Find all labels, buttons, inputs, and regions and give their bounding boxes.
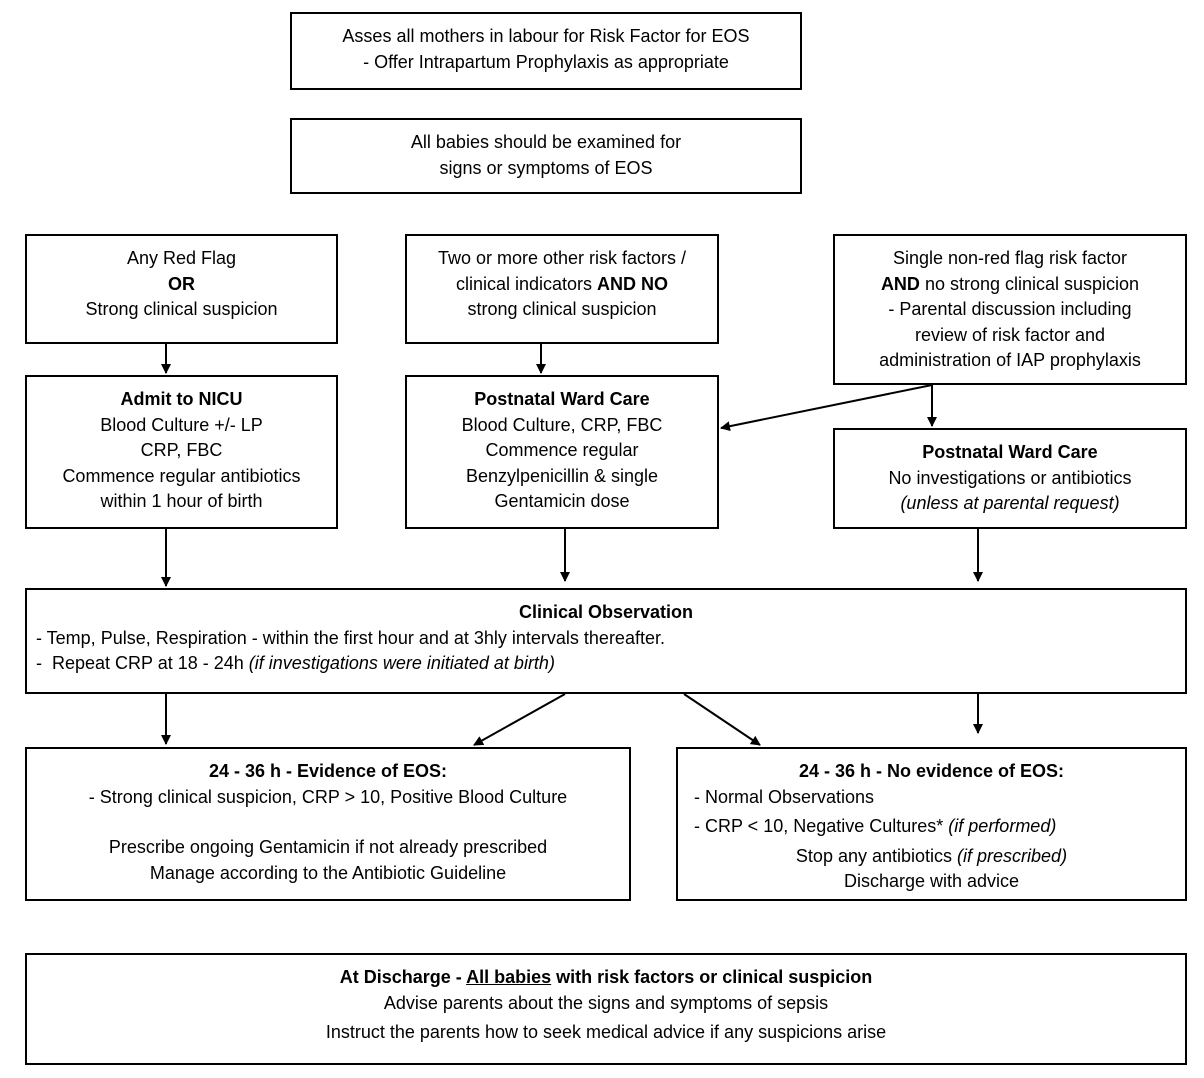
nicu-line-3: Commence regular antibiotics (62, 465, 301, 486)
postnatal-ward-care-right-box: Postnatal Ward Care No investigations or… (833, 428, 1187, 529)
single-risk-line-5: administration of IAP prophylaxis (879, 350, 1141, 370)
at-discharge-box: At Discharge - All babies with risk fact… (25, 953, 1187, 1065)
no-evidence-line-2-note: (if performed) (948, 816, 1057, 836)
nicu-title: Admit to NICU (120, 389, 243, 409)
no-evidence-line-3-note: (if prescribed) (957, 845, 1068, 866)
single-risk-line-1: Single non-red flag risk factor (892, 248, 1128, 268)
observation-line-2: - Repeat CRP at 18 - 24h (31, 653, 249, 673)
no-evidence-line-1: - Normal Observations (694, 786, 875, 807)
discharge-all-babies: All babies (466, 967, 552, 987)
evidence-title: 24 - 36 h - Evidence of EOS: (208, 761, 448, 781)
two-risk-factors-box: Two or more other risk factors / clinica… (405, 234, 719, 344)
no-evidence-title: 24 - 36 h - No evidence of EOS: (798, 761, 1065, 781)
clinical-observation-box: Clinical Observation - Temp, Pulse, Resp… (25, 588, 1187, 694)
two-risk-line-1: Two or more other risk factors / (437, 248, 687, 268)
red-flag-line-3: Strong clinical suspicion (85, 299, 278, 319)
arrow-observation-to-noevidence-diag (683, 693, 761, 746)
evidence-line-3: Manage according to the Antibiotic Guide… (149, 862, 507, 883)
postnatal-right-title: Postnatal Ward Care (922, 442, 1098, 462)
two-risk-line-2: clinical indicators (455, 273, 598, 294)
postnatal-mid-line-3: Benzylpenicillin & single (465, 465, 659, 486)
observation-title: Clinical Observation (518, 602, 694, 622)
postnatal-ward-care-mid-box: Postnatal Ward Care Blood Culture, CRP, … (405, 375, 719, 529)
single-risk-line-2: no strong clinical suspicion (919, 273, 1140, 294)
nicu-line-1: Blood Culture +/- LP (100, 414, 263, 435)
assess-line-2: - Offer Intrapartum Prophylaxis as appro… (363, 51, 729, 72)
nicu-line-2: CRP, FBC (140, 440, 223, 460)
red-flag-box: Any Red Flag OR Strong clinical suspicio… (25, 234, 338, 344)
examine-line-2: signs or symptoms of EOS (439, 157, 653, 178)
discharge-title: At Discharge - (339, 967, 467, 987)
postnatal-right-line-1: No investigations or antibiotics (888, 467, 1132, 488)
single-risk-line-4: review of risk factor and (914, 324, 1106, 345)
no-evidence-line-2: - CRP < 10, Negative Cultures* (694, 816, 949, 836)
postnatal-right-line-2: (unless at parental request) (900, 493, 1120, 513)
nicu-line-4: within 1 hour of birth (100, 491, 263, 511)
assess-line-1: Asses all mothers in labour for Risk Fac… (342, 26, 750, 46)
examine-line-1: All babies should be examined for (410, 132, 682, 152)
postnatal-mid-line-1: Blood Culture, CRP, FBC (461, 414, 663, 435)
assess-mothers-box: Asses all mothers in labour for Risk Fac… (290, 12, 802, 90)
observation-line-1: - Temp, Pulse, Respiration - within the … (31, 627, 665, 648)
arrow-single-to-postnatal-mid (720, 384, 933, 432)
observation-line-2-note: (if investigations were initiated at bir… (248, 653, 555, 673)
no-evidence-line-4: Discharge with advice (843, 871, 1020, 891)
single-risk-line-3: - Parental discussion including (888, 299, 1132, 319)
postnatal-mid-line-4: Gentamicin dose (494, 491, 630, 511)
evidence-of-eos-box: 24 - 36 h - Evidence of EOS: - Strong cl… (25, 747, 631, 901)
arrow-observation-to-evidence-diag (473, 693, 566, 746)
single-risk-factor-box: Single non-red flag risk factor AND no s… (833, 234, 1187, 385)
examine-babies-box: All babies should be examined for signs … (290, 118, 802, 194)
two-risk-and-no: AND NO (597, 273, 669, 294)
discharge-line-1: Advise parents about the signs and sympt… (383, 992, 829, 1013)
evidence-line-2: Prescribe ongoing Gentamicin if not alre… (108, 837, 548, 857)
red-flag-or: OR (168, 273, 195, 294)
no-evidence-line-3: Stop any antibiotics (795, 845, 958, 866)
postnatal-mid-line-2: Commence regular (485, 440, 639, 460)
evidence-line-1: - Strong clinical suspicion, CRP > 10, P… (88, 786, 568, 807)
single-risk-and: AND (880, 273, 920, 294)
no-evidence-of-eos-box: 24 - 36 h - No evidence of EOS: - Normal… (676, 747, 1187, 901)
discharge-title-rest: with risk factors or clinical suspicion (551, 967, 873, 987)
postnatal-mid-title: Postnatal Ward Care (474, 389, 650, 409)
discharge-line-2: Instruct the parents how to seek medical… (325, 1022, 887, 1042)
admit-nicu-box: Admit to NICU Blood Culture +/- LP CRP, … (25, 375, 338, 529)
two-risk-line-3: strong clinical suspicion (467, 299, 657, 319)
red-flag-line-1: Any Red Flag (126, 248, 237, 268)
